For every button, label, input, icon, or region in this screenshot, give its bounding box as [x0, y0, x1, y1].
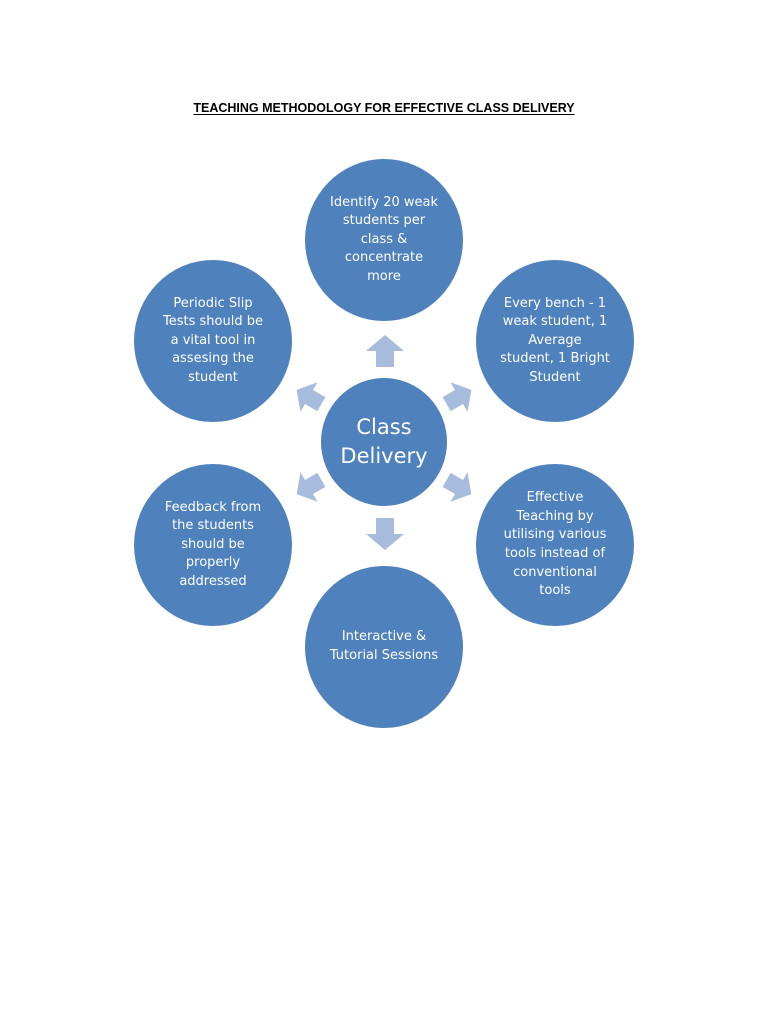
node-upper-right: Every bench - 1 weak student, 1 Average … — [476, 260, 634, 422]
node-lower-right: Effective Teaching by utilising various … — [476, 464, 634, 626]
arrow-up-right-icon — [442, 382, 472, 412]
node-lower-left-label: Feedback from the students should be pro… — [164, 499, 262, 589]
center-node-label: Class Delivery — [340, 415, 428, 468]
center-node: Class Delivery — [321, 378, 447, 506]
node-upper-left: Periodic Slip Tests should be a vital to… — [134, 260, 292, 422]
arrow-down-icon — [366, 518, 404, 550]
page-title: TEACHING METHODOLOGY FOR EFFECTIVE CLASS… — [193, 101, 575, 115]
arrow-down-left-icon — [296, 472, 326, 502]
node-top: Identify 20 weak students per class & co… — [305, 159, 463, 321]
node-upper-left-label: Periodic Slip Tests should be a vital to… — [163, 295, 263, 385]
node-lower-left: Feedback from the students should be pro… — [134, 464, 292, 626]
node-top-label: Identify 20 weak students per class & co… — [329, 194, 438, 284]
node-bottom: Interactive & Tutorial Sessions — [305, 566, 463, 728]
node-upper-right-label: Every bench - 1 weak student, 1 Average … — [500, 295, 610, 385]
node-lower-right-label: Effective Teaching by utilising various … — [503, 490, 607, 599]
arrow-up-left-icon — [296, 382, 326, 412]
arrow-down-right-icon — [442, 472, 472, 502]
node-bottom-label: Interactive & Tutorial Sessions — [329, 629, 439, 663]
arrow-up-icon — [366, 335, 404, 367]
